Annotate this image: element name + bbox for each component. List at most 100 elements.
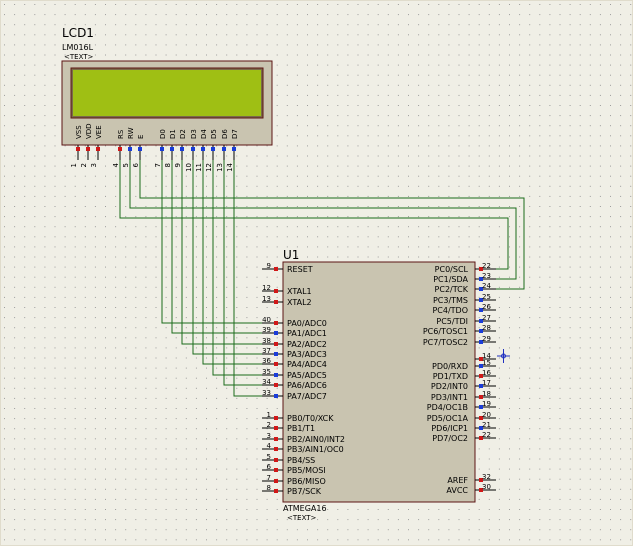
mcu-pin-marker: [479, 416, 483, 420]
lcd-component[interactable]: LCD1 LM016L <TEXT> VSS1VDD2VEE3RS4RW5E6D…: [61, 26, 273, 172]
mcu-pin-marker: [274, 289, 278, 293]
lcd-pin-marker: [201, 147, 205, 151]
mcu-pin-name: PA1/ADC1: [287, 329, 327, 338]
mcu-pin-number: 4: [267, 442, 272, 450]
mcu-pin-name: PD3/INT1: [431, 393, 468, 402]
mcu-pin-number: 14: [482, 352, 491, 360]
mcu-part-name: ATMEGA16: [283, 504, 327, 513]
mcu-pin-marker: [479, 374, 483, 378]
mcu-pin-number: 1: [267, 411, 271, 419]
mcu-pin-name: PD2/INT0: [431, 382, 468, 391]
mcu-pin-marker: [274, 267, 278, 271]
mcu-pin-number: 34: [262, 378, 271, 386]
lcd-pin-number: 1: [70, 163, 78, 167]
lcd-pin-marker: [138, 147, 142, 151]
mcu-pin-marker: [479, 426, 483, 430]
lcd-pin-label: D2: [179, 129, 187, 139]
lcd-pin-marker: [180, 147, 184, 151]
mcu-pin-name: PB1/T1: [287, 424, 315, 433]
mcu-pin-number: 36: [262, 357, 271, 365]
mcu-pin-marker: [274, 352, 278, 356]
mcu-component[interactable]: U1 RESET9XTAL112XTAL213PA0/ADC040PA1/ADC…: [262, 248, 496, 522]
mcu-pin-name: RESET: [287, 265, 313, 274]
lcd-pin-label: D3: [190, 129, 198, 139]
mcu-pin-number: 37: [262, 347, 271, 355]
mcu-pin-marker: [479, 329, 483, 333]
mcu-pin-name: AREF: [447, 476, 468, 485]
mcu-pin-marker: [274, 458, 278, 462]
mcu-pin-marker: [274, 468, 278, 472]
lcd-pin-number: 10: [185, 163, 193, 172]
lcd-pin-label: RS: [117, 129, 125, 139]
mcu-pin-name: PD7/OC2: [432, 434, 468, 443]
lcd-pin-marker: [160, 147, 164, 151]
mcu-pin-name: PB7/SCK: [287, 487, 322, 496]
mcu-pin-number: 9: [267, 262, 271, 270]
mcu-pin-marker: [479, 395, 483, 399]
lcd-pin-marker: [211, 147, 215, 151]
wire: [161, 160, 262, 324]
lcd-pin-marker: [191, 147, 195, 151]
lcd-pin-label: E: [137, 135, 145, 139]
lcd-reference: LCD1: [62, 26, 94, 40]
mcu-pin-name: PA2/ADC2: [287, 340, 327, 349]
mcu-pin-name: PB5/MOSI: [287, 466, 326, 475]
mcu-pin-name: PD6/ICP1: [431, 424, 468, 433]
lcd-pin-marker: [76, 147, 80, 151]
mcu-pin-number: 13: [262, 295, 271, 303]
mcu-pin-marker: [479, 298, 483, 302]
lcd-pin-label: VSS: [75, 125, 83, 139]
mcu-pin-number: 30: [482, 483, 491, 491]
mcu-body: [282, 261, 476, 503]
crosshair-marker-icon: [497, 349, 510, 363]
mcu-pin-marker: [479, 436, 483, 440]
lcd-pins: VSS1VDD2VEE3RS4RW5E6D07D18D29D310D411D51…: [70, 123, 239, 172]
mcu-pin-name: PC7/TOSC2: [423, 338, 468, 347]
mcu-pin-name: PC3/TMS: [433, 296, 468, 305]
lcd-text-placeholder: <TEXT>: [64, 53, 94, 61]
mcu-pin-name: PD5/OC1A: [427, 414, 469, 423]
lcd-pin-label: D7: [231, 129, 239, 139]
mcu-pin-marker: [479, 364, 483, 368]
mcu-pin-number: 23: [482, 272, 491, 280]
mcu-pin-marker: [274, 373, 278, 377]
wire: [129, 160, 517, 280]
mcu-pin-number: 8: [267, 484, 271, 492]
lcd-pin-label: VDD: [85, 123, 93, 139]
mcu-pin-number: 27: [482, 314, 491, 322]
mcu-pin-number: 16: [482, 369, 491, 377]
mcu-pin-number: 35: [262, 368, 271, 376]
mcu-pin-name: XTAL1: [287, 287, 312, 296]
lcd-pin-number: 5: [122, 163, 130, 167]
mcu-pin-number: 33: [262, 389, 271, 397]
mcu-pin-name: PA0/ADC0: [287, 319, 327, 328]
mcu-pin-marker: [274, 394, 278, 398]
mcu-pin-number: 22: [482, 262, 491, 270]
mcu-pin-marker: [274, 437, 278, 441]
mcu-pin-name: PA7/ADC7: [287, 392, 327, 401]
mcu-pin-number: 22: [482, 431, 491, 439]
lcd-pin-number: 2: [80, 163, 88, 167]
mcu-left-pins: RESET9XTAL112XTAL213PA0/ADC040PA1/ADC139…: [262, 262, 345, 496]
lcd-pin-number: 4: [112, 162, 120, 167]
mcu-pin-name: PD1/TXD: [433, 372, 468, 381]
lcd-pin-marker: [232, 147, 236, 151]
wire: [139, 160, 525, 290]
lcd-pin-label: D1: [169, 129, 177, 139]
mcu-pin-number: 17: [482, 379, 491, 387]
mcu-pin-marker: [274, 331, 278, 335]
mcu-pin-marker: [274, 321, 278, 325]
wire: [181, 160, 262, 345]
mcu-pin-marker: [479, 267, 483, 271]
mcu-pin-marker: [274, 300, 278, 304]
mcu-pin-number: 5: [267, 453, 271, 461]
mcu-pin-name: XTAL2: [287, 298, 312, 307]
mcu-pin-number: 29: [482, 335, 491, 343]
mcu-pin-number: 3: [267, 432, 271, 440]
wire: [192, 160, 262, 355]
mcu-pin-name: PB4/SS: [287, 456, 315, 465]
mcu-pin-number: 40: [262, 316, 271, 324]
mcu-pin-marker: [479, 308, 483, 312]
